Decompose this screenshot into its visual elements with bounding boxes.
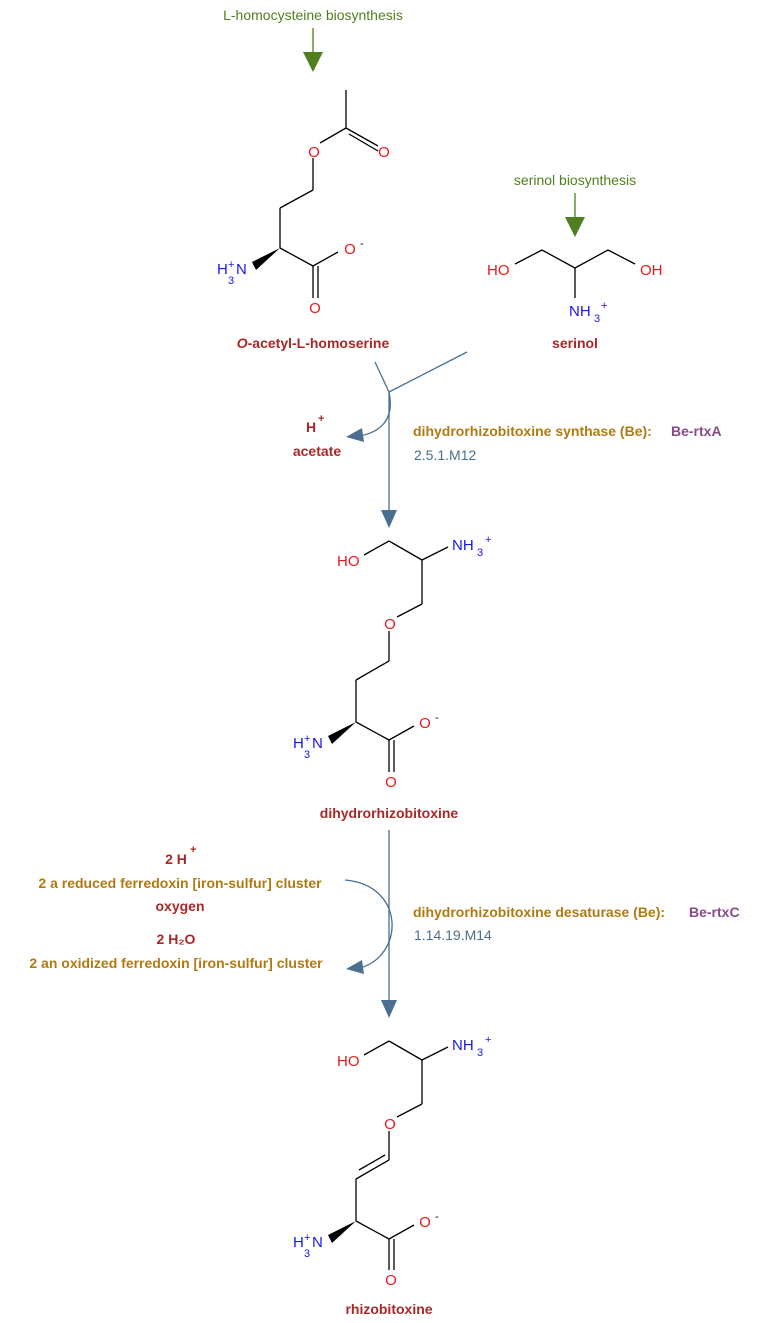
svg-text:+: + <box>601 300 607 312</box>
compound-oxygen[interactable]: oxygen <box>155 898 204 914</box>
svg-text:3: 3 <box>477 547 483 559</box>
svg-text:-: - <box>435 1211 439 1223</box>
svg-text:H: H <box>217 261 228 278</box>
gene-be-rtxc[interactable]: Be-rtxC <box>689 904 740 920</box>
compound-proton[interactable]: H <box>306 419 316 435</box>
green-arrow-head <box>303 52 323 72</box>
enzyme-synthase[interactable]: dihydrorhizobitoxine synthase (Be): <box>413 423 652 439</box>
svg-text:+: + <box>228 259 234 271</box>
acetylhomoserine-structure: O O O - O H + 3 N <box>217 90 390 317</box>
compound-2h2o[interactable]: 2 H₂O <box>157 931 196 947</box>
svg-text:3: 3 <box>594 313 600 325</box>
compound-acetylhomoserine[interactable]: O-acetyl-L-homoserine <box>237 335 390 351</box>
compound-dihydrorhizobitoxine[interactable]: dihydrorhizobitoxine <box>320 805 459 821</box>
svg-text:NH: NH <box>569 303 591 320</box>
svg-text:OH: OH <box>640 262 663 279</box>
svg-text:NH: NH <box>452 537 474 554</box>
svg-text:+: + <box>304 733 310 745</box>
dihydrorhizobitoxine-structure: HO NH 3 + O O - O H + 3 N <box>293 534 491 791</box>
svg-text:HO: HO <box>337 553 360 570</box>
svg-text:O: O <box>419 1214 431 1231</box>
compound-2h[interactable]: 2 H <box>165 851 187 867</box>
svg-text:H: H <box>293 735 304 752</box>
serinol-structure: HO OH NH 3 + <box>487 249 663 325</box>
reaction-2-arrows <box>344 830 397 1018</box>
svg-text:O: O <box>308 144 320 161</box>
svg-text:O: O <box>384 616 396 633</box>
compound-oxidized-ferredoxin[interactable]: 2 an oxidized ferredoxin [iron-sulfur] c… <box>29 955 323 971</box>
homocysteine-biosynthesis-link[interactable]: L-homocysteine biosynthesis <box>223 7 403 23</box>
svg-text:+: + <box>190 844 196 856</box>
svg-text:N: N <box>312 1234 323 1251</box>
svg-text:O: O <box>309 300 321 317</box>
svg-text:O: O <box>384 1116 396 1133</box>
compound-serinol[interactable]: serinol <box>552 335 598 351</box>
svg-text:+: + <box>485 1034 491 1046</box>
svg-text:N: N <box>312 735 323 752</box>
svg-text:-: - <box>360 238 364 250</box>
compound-reduced-ferredoxin[interactable]: 2 a reduced ferredoxin [iron-sulfur] clu… <box>38 875 322 891</box>
svg-text:H: H <box>293 1234 304 1251</box>
enzyme-desaturase[interactable]: dihydrorhizobitoxine desaturase (Be): <box>413 904 665 920</box>
compound-rhizobitoxine[interactable]: rhizobitoxine <box>345 1301 432 1317</box>
reaction-1-arrows <box>346 351 468 528</box>
svg-text:+: + <box>304 1232 310 1244</box>
svg-text:O: O <box>419 715 431 732</box>
svg-text:N: N <box>236 261 247 278</box>
rhizobitoxine-structure: HO NH 3 + O O - O H + 3 N <box>293 1034 491 1289</box>
green-arrow-head <box>565 217 585 237</box>
svg-text:O: O <box>385 774 397 791</box>
svg-text:HO: HO <box>487 262 510 279</box>
svg-text:+: + <box>485 534 491 546</box>
gene-be-rtxa[interactable]: Be-rtxA <box>671 423 722 439</box>
svg-text:3: 3 <box>304 749 310 761</box>
svg-text:O: O <box>344 241 356 258</box>
svg-text:HO: HO <box>337 1053 360 1070</box>
svg-text:+: + <box>318 413 324 425</box>
ec-number-2[interactable]: 1.14.19.M14 <box>414 927 492 943</box>
compound-acetate[interactable]: acetate <box>293 443 341 459</box>
svg-text:NH: NH <box>452 1037 474 1054</box>
ec-number-1[interactable]: 2.5.1.M12 <box>414 447 476 463</box>
svg-text:-: - <box>435 712 439 724</box>
svg-text:O: O <box>385 1272 397 1289</box>
serinol-biosynthesis-link[interactable]: serinol biosynthesis <box>514 172 636 188</box>
svg-text:3: 3 <box>304 1248 310 1260</box>
svg-text:O: O <box>378 144 390 161</box>
svg-text:3: 3 <box>228 275 234 287</box>
svg-text:3: 3 <box>477 1047 483 1059</box>
